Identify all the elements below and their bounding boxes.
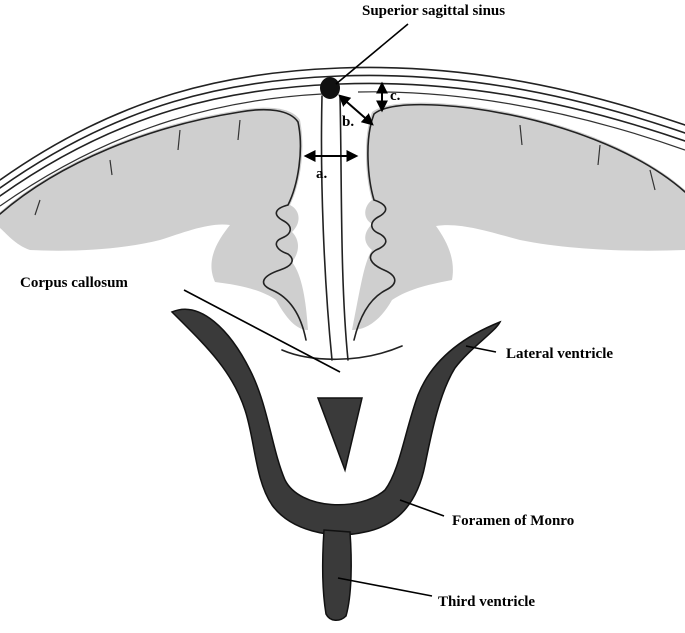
falx-cerebri xyxy=(320,95,349,361)
label-foramen-of-monro: Foramen of Monro xyxy=(452,513,574,529)
third-ventricle-upper xyxy=(316,397,363,473)
left-hemisphere-cortex xyxy=(0,107,308,341)
label-third-ventricle: Third ventricle xyxy=(438,594,535,610)
label-corpus-callosum: Corpus callosum xyxy=(20,275,128,291)
lateral-ventricles xyxy=(170,308,502,536)
leader-superior-sagittal-sinus xyxy=(335,23,409,85)
measurement-a-label: a. xyxy=(316,166,328,182)
third-ventricle xyxy=(321,529,352,621)
leader-third-ventricle xyxy=(337,577,433,597)
label-superior-sagittal-sinus: Superior sagittal sinus xyxy=(362,3,505,19)
measurement-b: b. xyxy=(338,94,374,130)
superior-sagittal-sinus xyxy=(320,77,340,99)
measurement-c: c. xyxy=(376,81,401,113)
leader-corpus-callosum xyxy=(183,289,341,373)
skull-layers xyxy=(0,66,685,207)
leader-lateral-ventricle xyxy=(465,345,497,353)
leader-foramen-of-monro xyxy=(399,499,445,517)
measurement-b-label: b. xyxy=(342,114,354,130)
measurement-c-label: c. xyxy=(390,88,401,104)
label-lateral-ventricle: Lateral ventricle xyxy=(506,346,613,362)
measurement-a: a. xyxy=(303,150,359,182)
corpus-callosum xyxy=(281,345,403,361)
right-hemisphere-cortex xyxy=(352,102,685,341)
